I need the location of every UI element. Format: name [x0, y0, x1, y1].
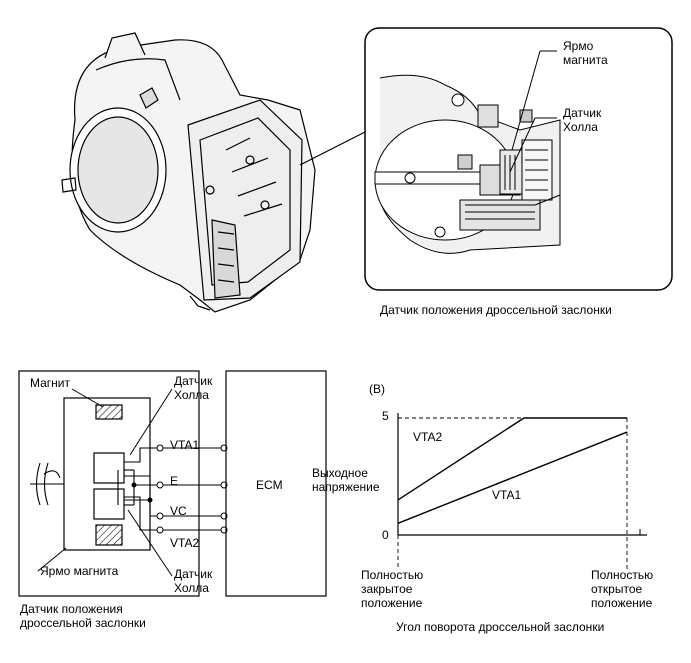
series-label-vta1: VTA1	[492, 488, 522, 502]
yoke-leader	[511, 50, 541, 151]
magnet-bottom	[95, 524, 123, 546]
yoke-label: Ярмо магнита	[40, 564, 119, 578]
x-axis-label: Угол поворота дроссельной заслонки	[396, 620, 605, 634]
x-label-open: Полностью открытое положение	[591, 568, 654, 610]
circuit-caption: Датчик положения дроссельной заслонки	[20, 602, 146, 630]
ecm-box	[225, 370, 327, 597]
top-caption: Датчик положения дроссельной заслонки	[380, 303, 612, 317]
x-label-closed: Полностью закрытое положение	[361, 568, 424, 610]
y-tick-0: 0	[382, 528, 389, 542]
series-line-vta2	[397, 417, 627, 501]
callout-yoke-label: Ярмо магнита	[563, 39, 608, 67]
magnet-top	[95, 404, 123, 420]
callout-hall-label: Датчик Холла	[563, 106, 602, 134]
junction-dots	[131, 482, 153, 503]
terminal-vta1: VTA1	[170, 438, 200, 452]
panel-label: (B)	[369, 382, 385, 396]
hall-top-label: Датчик Холла	[174, 374, 213, 402]
shaft-symbol	[30, 462, 64, 506]
terminal-e: E	[170, 474, 179, 488]
wiring	[117, 447, 226, 531]
circuit-leaders	[37, 388, 173, 577]
hall-bottom-label: Датчик Холла	[174, 567, 213, 595]
throttle-body-illustration	[61, 32, 316, 313]
hall-leader	[509, 117, 536, 173]
y-tick-5: 5	[382, 409, 389, 423]
y-axis-label: Выходное напряжение	[312, 466, 380, 494]
terminal-vta2: VTA2	[170, 536, 200, 550]
magnet-label: Магнит	[30, 376, 71, 390]
series-label-vta2: VTA2	[413, 430, 443, 444]
zoom-leader-line	[299, 131, 366, 166]
series-line-vta1	[397, 431, 628, 524]
terminal-vc: VC	[170, 504, 187, 518]
terminal-circles	[156, 444, 228, 534]
ecm-label: ECM	[256, 478, 283, 492]
voltage-chart	[397, 413, 647, 570]
zoom-inset-illustration	[374, 74, 561, 254]
